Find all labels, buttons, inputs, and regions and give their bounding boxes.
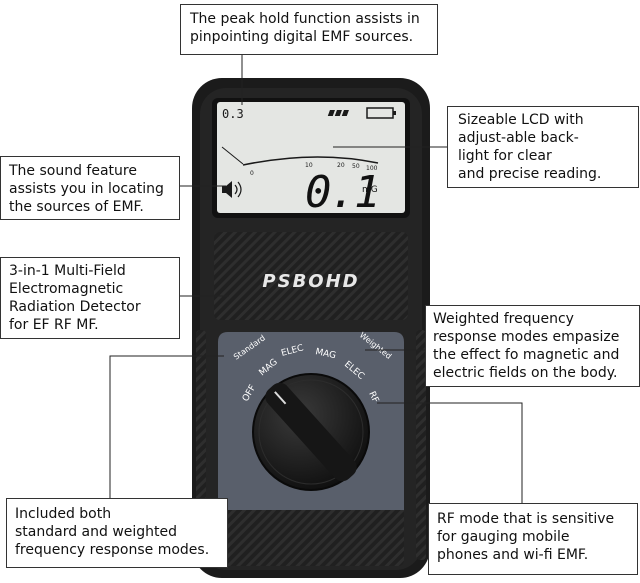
callout-line: RF mode that is sensitive [437,511,615,527]
dial-label-mag: MAG [314,347,336,361]
callout-line: electric fields on the body. [433,365,618,381]
scale-label: 50 [352,163,360,170]
callout-line: The sound feature [9,163,137,179]
callout-weighted: Weighted frequency response modes empasi… [425,305,640,387]
callout-line: response modes empasize [433,329,620,345]
scale-label: 20 [337,162,345,169]
callout-multifield: 3-in-1 Multi-Field Electromagnetic Radia… [0,257,180,339]
callout-line: assists you in locating [9,181,164,197]
callout-lcd: Sizeable LCD with adjust-able back- ligh… [447,106,639,188]
callout-line: adjust-able back- [458,130,579,146]
callout-line: Sizeable LCD with [458,112,584,128]
callout-line: The peak hold function assists in [190,11,420,27]
callout-line: Radiation Detector [9,299,141,315]
callout-line: phones and wi-fi EMF. [437,547,589,563]
callout-line: pinpointing digital EMF sources. [190,29,414,45]
lcd-needle [221,146,244,165]
mode-dial-knob[interactable] [252,373,370,491]
callout-line: light for clear [458,148,552,164]
scale-label: 100 [366,165,378,172]
lcd-unit: mG [362,185,378,195]
speaker-icon [222,181,242,198]
battery-full-icon [327,107,396,119]
dial-label-rf: RF [366,390,380,405]
callout-line: Electromagnetic [9,281,124,297]
callout-peak-hold: The peak hold function assists in pinpoi… [180,4,438,55]
callout-line: and precise reading. [458,166,602,182]
lcd-scale-arc [242,156,379,166]
scale-label: 10 [305,162,313,169]
callout-line: frequency response modes. [15,542,210,558]
callout-line: the sources of EMF. [9,199,144,215]
right-grip [416,330,426,560]
callout-line: 3-in-1 Multi-Field [9,263,126,279]
callout-rf-mode: RF mode that is sensitive for gauging mo… [428,503,638,575]
callout-line: Included both [15,506,112,522]
lcd-peak-value: 0.3 [222,107,244,121]
lcd-reading: 0.1 [305,167,378,218]
callout-line: standard and weighted [15,524,178,540]
callout-line: Weighted frequency [433,311,574,327]
callout-line: the effect fo magnetic and [433,347,620,363]
leader-line [377,402,523,503]
callout-both-modes: Included both standard and weighted freq… [6,498,228,568]
callout-sound: The sound feature assists you in locatin… [0,156,180,220]
scale-label: 0 [250,170,254,177]
texture-panel [214,232,408,320]
bottom-texture [218,510,404,566]
callout-line: for gauging mobile [437,529,570,545]
leader-line [109,355,224,498]
callout-line: for EF RF MF. [9,317,99,333]
brand-logo: PSBOHD [262,271,359,292]
